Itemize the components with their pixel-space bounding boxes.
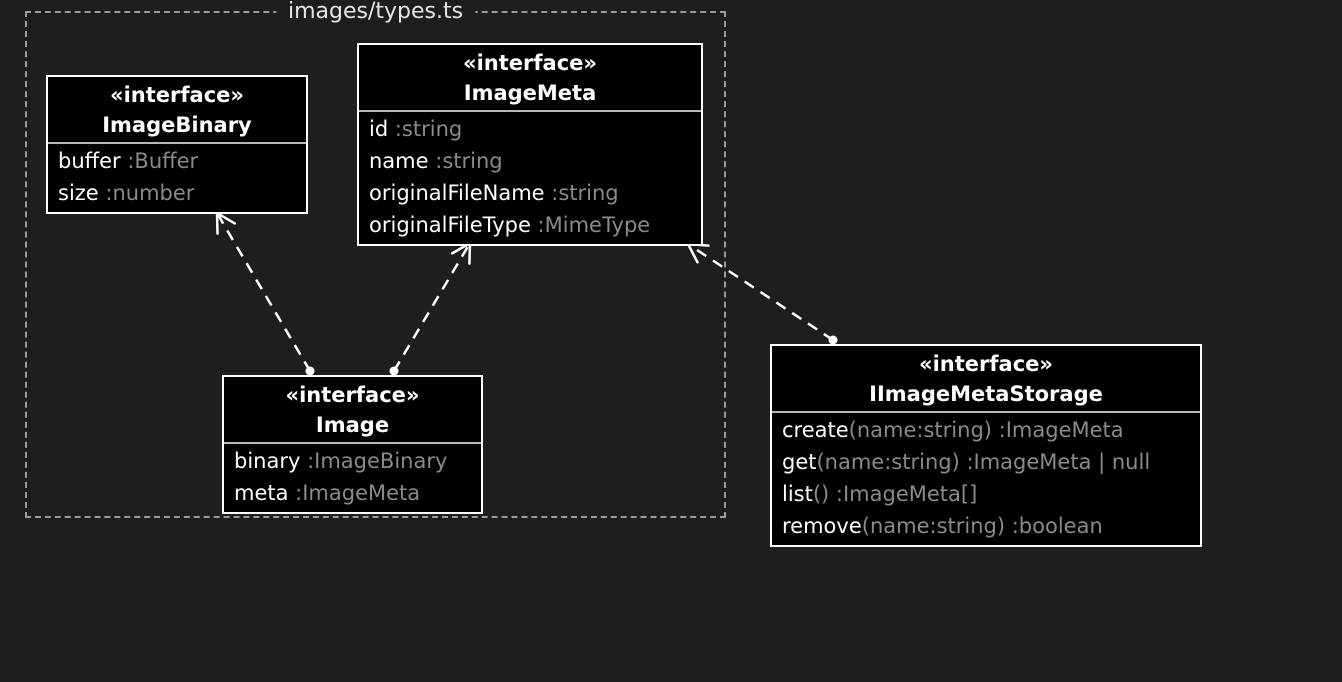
class-image: «interface» Image binary :ImageBinary me…: [222, 375, 483, 514]
member-row: id :string: [369, 117, 463, 141]
class-imagebinary-header: «interface» ImageBinary: [48, 77, 306, 144]
member-row: remove(name:string) :boolean: [782, 514, 1103, 538]
class-name: Image: [315, 413, 390, 437]
class-iimagemetastorage-members: create(name:string) :ImageMeta get(name:…: [772, 413, 1200, 545]
member-row: buffer :Buffer: [58, 149, 199, 173]
class-name: ImageMeta: [463, 81, 597, 105]
member-row: list() :ImageMeta[]: [782, 482, 978, 506]
member-row: create(name:string) :ImageMeta: [782, 418, 1124, 442]
stereotype-label: «interface»: [919, 352, 1053, 376]
class-iimagemetastorage: «interface» IImageMetaStorage create(nam…: [770, 344, 1202, 547]
stereotype-label: «interface»: [463, 51, 597, 75]
class-imagemeta-members: id :string name :string originalFileName…: [359, 112, 701, 244]
class-image-header: «interface» Image: [224, 377, 481, 444]
class-imagemeta: «interface» ImageMeta id :string name :s…: [357, 43, 703, 246]
member-row: get(name:string) :ImageMeta | null: [782, 450, 1151, 474]
class-name: IImageMetaStorage: [869, 382, 1103, 406]
package-boundary: images/types.ts: [25, 0, 726, 518]
member-row: originalFileType :MimeType: [369, 213, 651, 237]
member-row: originalFileName :string: [369, 181, 619, 205]
member-row: size :number: [58, 181, 195, 205]
stereotype-label: «interface»: [285, 383, 420, 407]
class-imagemeta-header: «interface» ImageMeta: [359, 45, 701, 112]
class-imagebinary: «interface» ImageBinary buffer :Buffer s…: [46, 75, 308, 214]
class-imagebinary-members: buffer :Buffer size :number: [48, 144, 306, 212]
stereotype-label: «interface»: [110, 83, 244, 107]
member-row: name :string: [369, 149, 503, 173]
class-iimagemetastorage-header: «interface» IImageMetaStorage: [772, 346, 1200, 413]
member-row: binary :ImageBinary: [234, 449, 448, 473]
member-row: meta :ImageMeta: [234, 481, 421, 505]
class-image-members: binary :ImageBinary meta :ImageMeta: [224, 444, 481, 512]
package-label: images/types.ts: [275, 0, 476, 25]
class-name: ImageBinary: [102, 113, 252, 137]
